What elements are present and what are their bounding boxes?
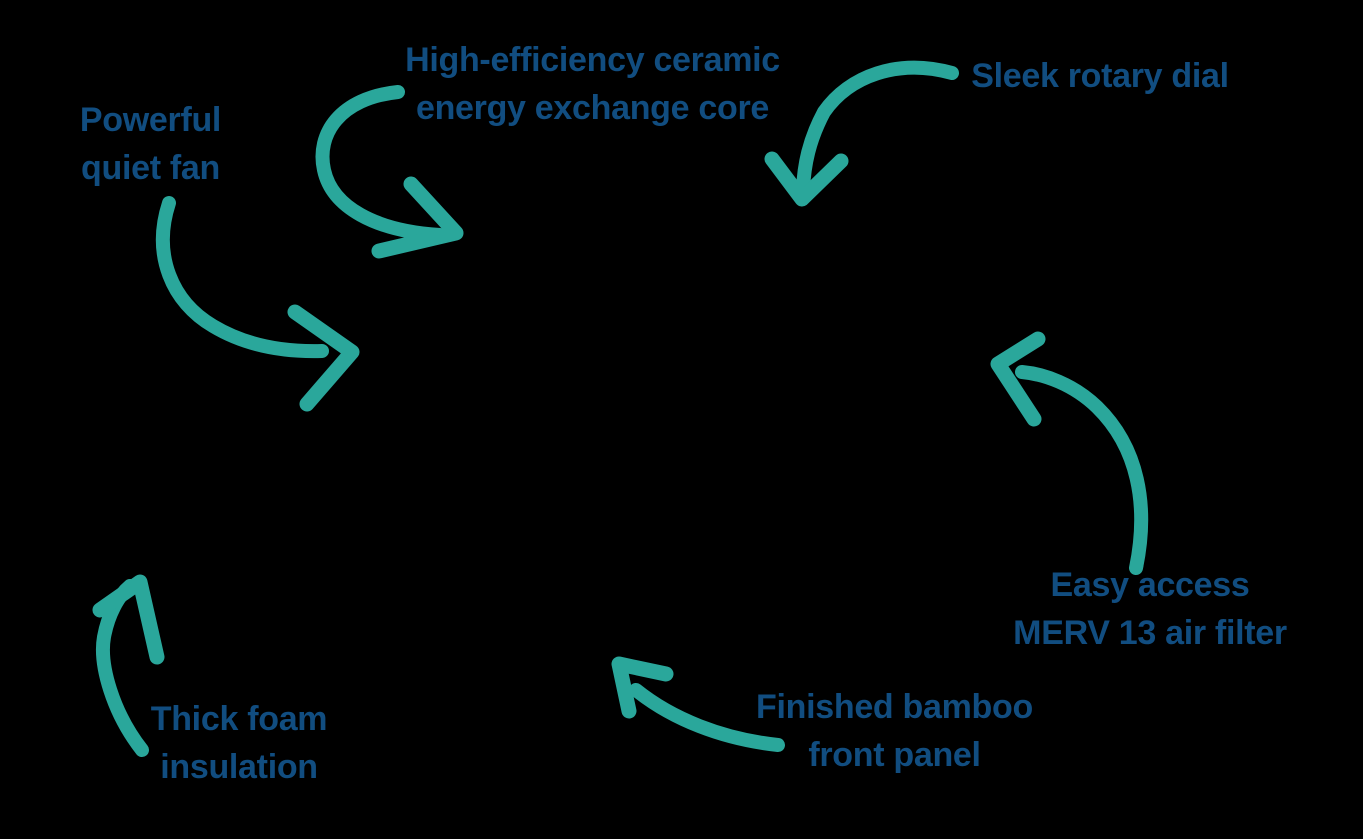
label-rotary-dial: Sleek rotary dial bbox=[950, 52, 1250, 100]
arrow-bamboo-panel-icon bbox=[611, 656, 785, 752]
label-line: quiet fan bbox=[81, 149, 220, 187]
arrow-shaft bbox=[796, 60, 959, 197]
label-line: Thick foam bbox=[150, 700, 328, 738]
label-powerful-quiet-fan: Powerful quiet fan bbox=[28, 96, 273, 192]
arrow-shaft bbox=[315, 85, 447, 242]
arrow-shaft bbox=[629, 683, 785, 752]
arrow-head-icon bbox=[990, 331, 1046, 427]
arrow-ceramic-core-icon bbox=[315, 85, 464, 259]
arrow-foam-insulation-icon bbox=[92, 574, 165, 757]
arrow-head-icon bbox=[287, 304, 360, 412]
arrow-air-filter-icon bbox=[990, 331, 1149, 575]
label-line: Finished bamboo bbox=[756, 688, 1033, 726]
arrow-rotary-dial-icon bbox=[764, 60, 959, 207]
arrow-shaft bbox=[155, 196, 329, 359]
label-air-filter: Easy access MERV 13 air filter bbox=[985, 561, 1315, 657]
label-line: High-efficiency ceramic bbox=[405, 41, 780, 79]
label-line: Sleek rotary dial bbox=[971, 57, 1229, 95]
label-ceramic-core: High-efficiency ceramic energy exchange … bbox=[365, 36, 820, 132]
label-line: front panel bbox=[808, 736, 981, 774]
arrow-shaft bbox=[1015, 365, 1149, 575]
label-line: MERV 13 air filter bbox=[1013, 614, 1287, 652]
label-line: insulation bbox=[160, 748, 318, 786]
arrow-head-icon bbox=[92, 574, 165, 665]
label-bamboo-panel: Finished bamboo front panel bbox=[742, 683, 1047, 779]
label-line: energy exchange core bbox=[415, 89, 770, 127]
label-foam-insulation: Thick foam insulation bbox=[119, 695, 359, 791]
arrow-head-icon bbox=[371, 176, 464, 259]
arrow-head-icon bbox=[611, 656, 674, 719]
arrow-head-icon bbox=[764, 151, 849, 207]
arrow-powerful-quiet-fan-icon bbox=[155, 196, 360, 412]
label-line: Powerful bbox=[79, 101, 222, 139]
label-line: Easy access bbox=[1050, 566, 1250, 604]
